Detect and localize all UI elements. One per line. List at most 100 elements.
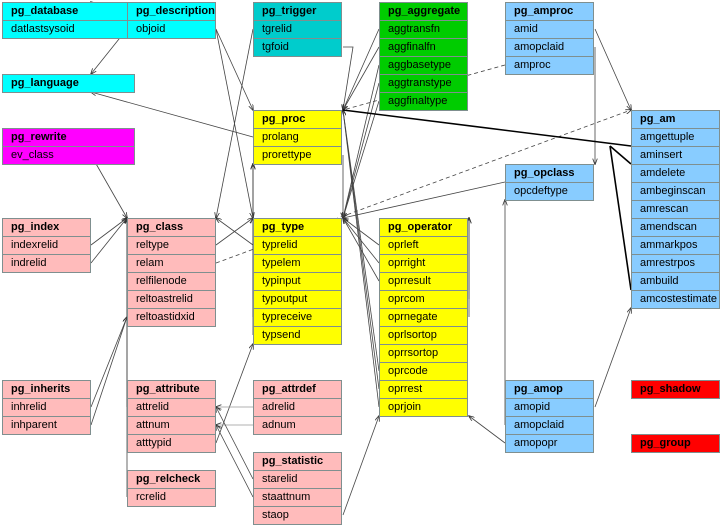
table-column: prorettype [253, 147, 342, 165]
table-title: pg_language [2, 74, 135, 93]
link-am-procs [342, 109, 632, 147]
table-column: amrestrpos [631, 255, 720, 273]
link-description-proc [215, 28, 253, 110]
table-title: pg_amproc [505, 2, 594, 21]
table-title: pg_attribute [127, 380, 216, 399]
table-title: pg_type [253, 218, 342, 237]
link-attribute-typid [215, 344, 253, 444]
table-column: relam [127, 255, 216, 273]
link-proc-language [91, 92, 254, 138]
table-column: oprright [379, 255, 468, 273]
table-title: pg_class [127, 218, 216, 237]
table-title: pg_am [631, 110, 720, 129]
link-index-indexrelid [90, 218, 127, 246]
table-title: pg_attrdef [253, 380, 342, 399]
link-aggregate-finalfn [343, 46, 380, 110]
table-column: amendscan [631, 219, 720, 237]
link-statistic-op [342, 416, 379, 516]
table-title: pg_proc [253, 110, 342, 129]
link-trigger-proc [343, 46, 354, 110]
table-title: pg_statistic [253, 452, 342, 471]
table-column: atttypid [127, 435, 216, 453]
link-amop-opr [469, 416, 506, 444]
table-column: aggtransfn [379, 21, 468, 39]
table-column: typinput [253, 273, 342, 291]
table-column: inhparent [2, 417, 91, 435]
link-trigger-class [216, 28, 254, 218]
table-column: adnum [253, 417, 342, 435]
table-column: oprleft [379, 237, 468, 255]
table-column: datlastsysoid [2, 21, 135, 39]
table-title: pg_relcheck [127, 470, 216, 489]
table-column: ammarkpos [631, 237, 720, 255]
table-column: amid [505, 21, 594, 39]
table-column: ev_class [2, 147, 135, 165]
table-column: amopclaid [505, 417, 594, 435]
link-amop-amid [594, 308, 631, 408]
link-am-fan-1 [609, 145, 632, 165]
table-title: pg_index [2, 218, 91, 237]
table-column: reltoastidxid [127, 309, 216, 327]
link-index-indrelid [90, 218, 127, 264]
table-column: inhrelid [2, 399, 91, 417]
link-aggregate-transtype [343, 82, 380, 218]
table-title: pg_database [2, 2, 135, 21]
table-column: reltype [127, 237, 216, 255]
table-column: typoutput [253, 291, 342, 309]
table-column: typsend [253, 327, 342, 345]
table-title: pg_operator [379, 218, 468, 237]
link-statistic-relid [216, 407, 254, 480]
table-column: amopclaid [505, 39, 594, 57]
link-amproc-amid [594, 28, 631, 110]
table-title: pg_group [631, 434, 720, 453]
table-column: tgfoid [253, 39, 342, 57]
table-column: rcrelid [127, 489, 216, 507]
table-title: pg_amop [505, 380, 594, 399]
table-column: indexrelid [2, 237, 91, 255]
table-column: adrelid [253, 399, 342, 417]
link-aggregate-finaltype [343, 100, 380, 218]
table-pg-group: pg_group [631, 434, 720, 453]
table-column: aggbasetype [379, 57, 468, 75]
table-column: amcostestimate [631, 291, 720, 309]
link-op-left [343, 218, 380, 246]
table-column: oprcom [379, 291, 468, 309]
link-type-relid [216, 218, 254, 246]
table-column: tgrelid [253, 21, 342, 39]
table-column: attnum [127, 417, 216, 435]
link-inherits-relid [90, 317, 127, 408]
link-aggregate-basetype [343, 64, 380, 218]
table-column: reltoastrelid [127, 291, 216, 309]
table-column: objoid [127, 21, 216, 39]
table-column: oprnegate [379, 309, 468, 327]
table-column: attrelid [127, 399, 216, 417]
table-column: aggtranstype [379, 75, 468, 93]
table-column: amproc [505, 57, 594, 75]
table-column: relfilenode [127, 273, 216, 291]
table-column: amrescan [631, 201, 720, 219]
table-column: typelem [253, 255, 342, 273]
table-column: oprrsortop [379, 345, 468, 363]
table-column: oprresult [379, 273, 468, 291]
table-column: indrelid [2, 255, 91, 273]
table-column: staop [253, 507, 342, 525]
link-aggregate-transfn [343, 28, 380, 110]
table-column: oprlsortop [379, 327, 468, 345]
link-rewrite-class [90, 154, 127, 218]
table-pg-language: pg_language [2, 74, 135, 93]
link-op-join [343, 110, 380, 408]
table-column: ambeginscan [631, 183, 720, 201]
table-column: starelid [253, 471, 342, 489]
